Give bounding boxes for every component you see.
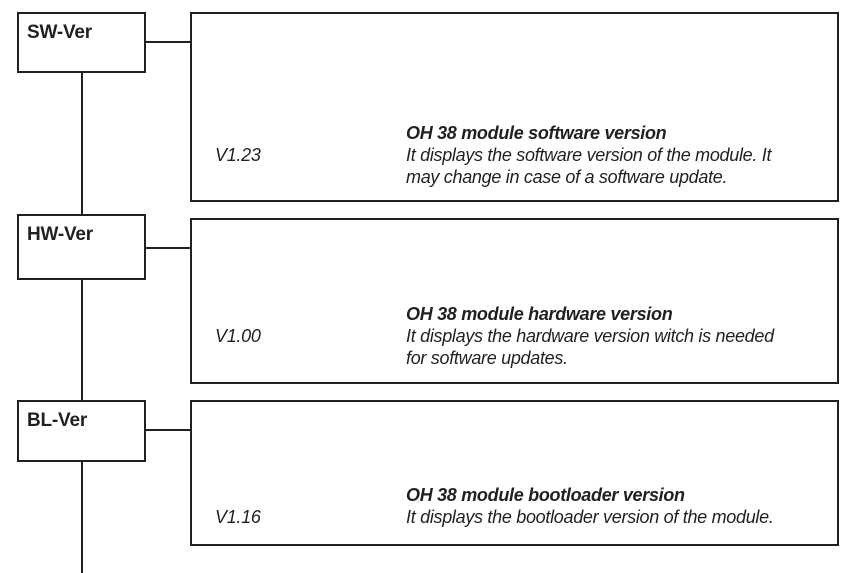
info-content: V1.00 OH 38 module hardware version It d… — [215, 303, 831, 369]
menu-node-sw-ver: SW-Ver — [17, 12, 146, 73]
info-content: V1.16 OH 38 module bootloader version It… — [215, 484, 831, 528]
vertical-connector-line — [81, 73, 83, 573]
info-content: V1.23 OH 38 module software version It d… — [215, 122, 831, 188]
connector-line-hw-ver — [145, 247, 191, 249]
version-value: V1.00 — [215, 326, 261, 346]
version-value: V1.16 — [215, 507, 261, 527]
menu-node-label: HW-Ver — [27, 224, 93, 245]
info-text: OH 38 module software version It display… — [406, 122, 831, 188]
menu-node-bl-ver: BL-Ver — [17, 400, 146, 462]
info-text: OH 38 module hardware version It display… — [406, 303, 831, 369]
connector-line-sw-ver — [145, 41, 191, 43]
menu-node-hw-ver: HW-Ver — [17, 214, 146, 280]
info-box-software-version: V1.23 OH 38 module software version It d… — [190, 12, 839, 202]
info-description: It displays the hardware version witch i… — [406, 326, 774, 368]
menu-node-label: BL-Ver — [27, 410, 88, 431]
info-description: It displays the bootloader version of th… — [406, 507, 774, 527]
menu-node-label: SW-Ver — [27, 22, 92, 43]
info-title: OH 38 module hardware version — [406, 304, 673, 324]
info-title: OH 38 module software version — [406, 123, 667, 143]
connector-line-bl-ver — [145, 429, 191, 431]
info-box-hardware-version: V1.00 OH 38 module hardware version It d… — [190, 218, 839, 384]
info-box-bootloader-version: V1.16 OH 38 module bootloader version It… — [190, 400, 839, 546]
info-description: It displays the software version of the … — [406, 145, 772, 187]
info-title: OH 38 module bootloader version — [406, 485, 685, 505]
version-value: V1.23 — [215, 145, 261, 165]
info-text: OH 38 module bootloader version It displ… — [406, 484, 831, 528]
